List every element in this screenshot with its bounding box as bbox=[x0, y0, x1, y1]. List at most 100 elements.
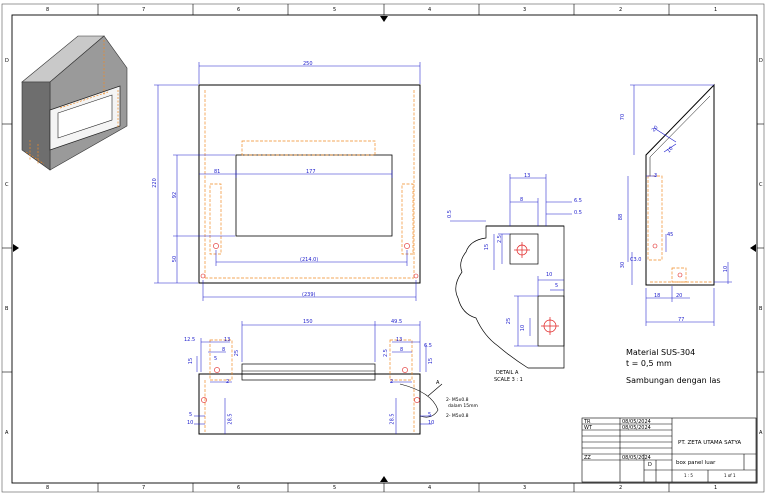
thickness-note: t = 0,5 mm bbox=[626, 359, 672, 368]
detail-dim-2-5: 2.5 bbox=[496, 235, 503, 243]
center-mark-bottom bbox=[380, 476, 388, 482]
dim-2-5-right: 2.5 bbox=[382, 349, 389, 357]
isometric-view bbox=[21, 35, 128, 171]
zone-col-4-bottom: 4 bbox=[428, 485, 432, 491]
dim-15-left: 15 bbox=[188, 357, 195, 365]
detail-dim-25: 25 bbox=[506, 317, 513, 325]
dim-49-5: 49.5 bbox=[391, 319, 403, 325]
tb-init-2: WT bbox=[584, 425, 592, 431]
dim-214: (214.0) bbox=[300, 257, 319, 263]
side-dim-c3: C3.0 bbox=[630, 257, 642, 263]
dim-8-right: 8 bbox=[400, 347, 404, 353]
tb-company: PT. ZETA UTAMA SATYA bbox=[678, 440, 742, 446]
side-dim-45: 45 bbox=[667, 232, 674, 238]
side-dim-30: 30 bbox=[620, 261, 627, 269]
side-dim-10b: 10 bbox=[723, 265, 730, 273]
tb-init-1: TR bbox=[584, 419, 591, 425]
side-view bbox=[627, 83, 732, 326]
tb-init-3: ZZ bbox=[584, 455, 591, 461]
detail-dim-10: 10 bbox=[546, 272, 553, 278]
dim-5-left: 5 bbox=[189, 412, 193, 418]
tb-drawing-name: box panel luar bbox=[676, 460, 716, 466]
tb-sheet: 1 of 1 bbox=[724, 473, 736, 478]
detail-view bbox=[450, 174, 572, 369]
zone-row-b-right: B bbox=[759, 306, 763, 312]
dim-177: 177 bbox=[306, 169, 316, 175]
dim-2-right: 2 bbox=[390, 379, 394, 385]
side-dim-70: 70 bbox=[620, 113, 627, 121]
zone-col-6-bottom: 6 bbox=[237, 485, 241, 491]
dim-5-right: 5 bbox=[428, 412, 432, 418]
dim-10-right: 10 bbox=[428, 420, 435, 426]
hole-note-1b: dalam 15mm bbox=[448, 404, 478, 409]
zone-col-5: 5 bbox=[333, 7, 337, 13]
detail-dim-5: 5 bbox=[555, 283, 559, 289]
zone-col-5-bottom: 5 bbox=[333, 485, 337, 491]
detail-dim-8: 8 bbox=[520, 197, 524, 203]
dim-15-right: 15 bbox=[428, 357, 435, 365]
zone-col-7: 7 bbox=[142, 7, 146, 13]
zone-col-8-bottom: 8 bbox=[46, 485, 50, 491]
side-dim-3: 3 bbox=[654, 173, 658, 179]
detail-dim-15: 15 bbox=[484, 243, 491, 251]
center-mark-left bbox=[13, 244, 19, 252]
zone-ticks bbox=[2, 4, 764, 492]
detail-dim-0-5: 0.5 bbox=[574, 210, 582, 216]
dim-2-left: 2 bbox=[226, 379, 230, 385]
zone-col-2-bottom: 2 bbox=[619, 485, 623, 491]
zone-row-c-right: C bbox=[759, 182, 763, 188]
detail-dim-0-5-left: 0.5 bbox=[446, 210, 453, 218]
zone-row-c: C bbox=[5, 182, 9, 188]
bottom-view bbox=[194, 321, 443, 435]
side-dim-88: 88 bbox=[618, 213, 625, 221]
zone-col-1: 1 bbox=[714, 7, 718, 13]
tb-date-3: 08/05/2024 bbox=[622, 455, 651, 461]
dim-10-left: 10 bbox=[187, 420, 194, 426]
zone-row-a-right: A bbox=[759, 430, 763, 436]
hole-note-1a: 2- M5x0.8 bbox=[446, 398, 469, 403]
tb-date-2: 08/05/2024 bbox=[622, 425, 651, 431]
dim-13-left: 13 bbox=[224, 337, 231, 343]
zone-row-a: A bbox=[5, 430, 9, 436]
zone-col-3: 3 bbox=[523, 7, 527, 13]
dim-220: 220 bbox=[151, 178, 158, 188]
zone-col-1-bottom: 1 bbox=[714, 485, 718, 491]
detail-title: DETAIL A bbox=[496, 370, 519, 376]
dim-13-right: 13 bbox=[396, 337, 403, 343]
hole-note-2: 2- M5x0.8 bbox=[446, 414, 469, 419]
dim-150: 150 bbox=[303, 319, 313, 325]
zone-row-d: D bbox=[5, 58, 9, 64]
center-mark-top bbox=[380, 16, 388, 22]
tb-scale: 1 : 5 bbox=[684, 473, 693, 478]
zone-col-3-bottom: 3 bbox=[523, 485, 527, 491]
dim-239: (239) bbox=[302, 292, 316, 298]
side-dim-77: 77 bbox=[678, 317, 685, 323]
dim-50: 50 bbox=[172, 255, 179, 263]
zone-col-4: 4 bbox=[428, 7, 432, 13]
dim-2-5-left: 25 bbox=[234, 349, 241, 357]
dim-28-5-left: 28.5 bbox=[227, 413, 234, 425]
zone-row-d-right: D bbox=[759, 58, 763, 64]
dim-92: 92 bbox=[172, 191, 179, 199]
joint-note: Sambungan dengan las bbox=[626, 376, 721, 385]
zone-col-7-bottom: 7 bbox=[142, 485, 146, 491]
side-dim-20b: 20 bbox=[676, 293, 683, 299]
dim-28-5-right: 28.5 bbox=[389, 413, 396, 425]
detail-letter: A bbox=[436, 380, 440, 386]
dim-250: 250 bbox=[303, 61, 313, 67]
detail-dim-10b: 10 bbox=[520, 324, 527, 332]
detail-dim-6-5: 6.5 bbox=[574, 198, 582, 204]
zone-col-2: 2 bbox=[619, 7, 623, 13]
material-note: Material SUS-304 bbox=[626, 348, 696, 357]
zone-col-8: 8 bbox=[46, 7, 50, 13]
tb-size: D bbox=[648, 462, 652, 468]
dim-12-5: 12.5 bbox=[184, 337, 196, 343]
tb-date-1: 08/05/2024 bbox=[622, 419, 651, 425]
zone-col-6: 6 bbox=[237, 7, 241, 13]
detail-scale: SCALE 3 : 1 bbox=[494, 377, 523, 383]
dim-6-5-right: 6.5 bbox=[424, 343, 432, 349]
detail-dim-13: 13 bbox=[524, 173, 531, 179]
dim-81: 81 bbox=[214, 169, 221, 175]
title-block bbox=[581, 417, 757, 483]
